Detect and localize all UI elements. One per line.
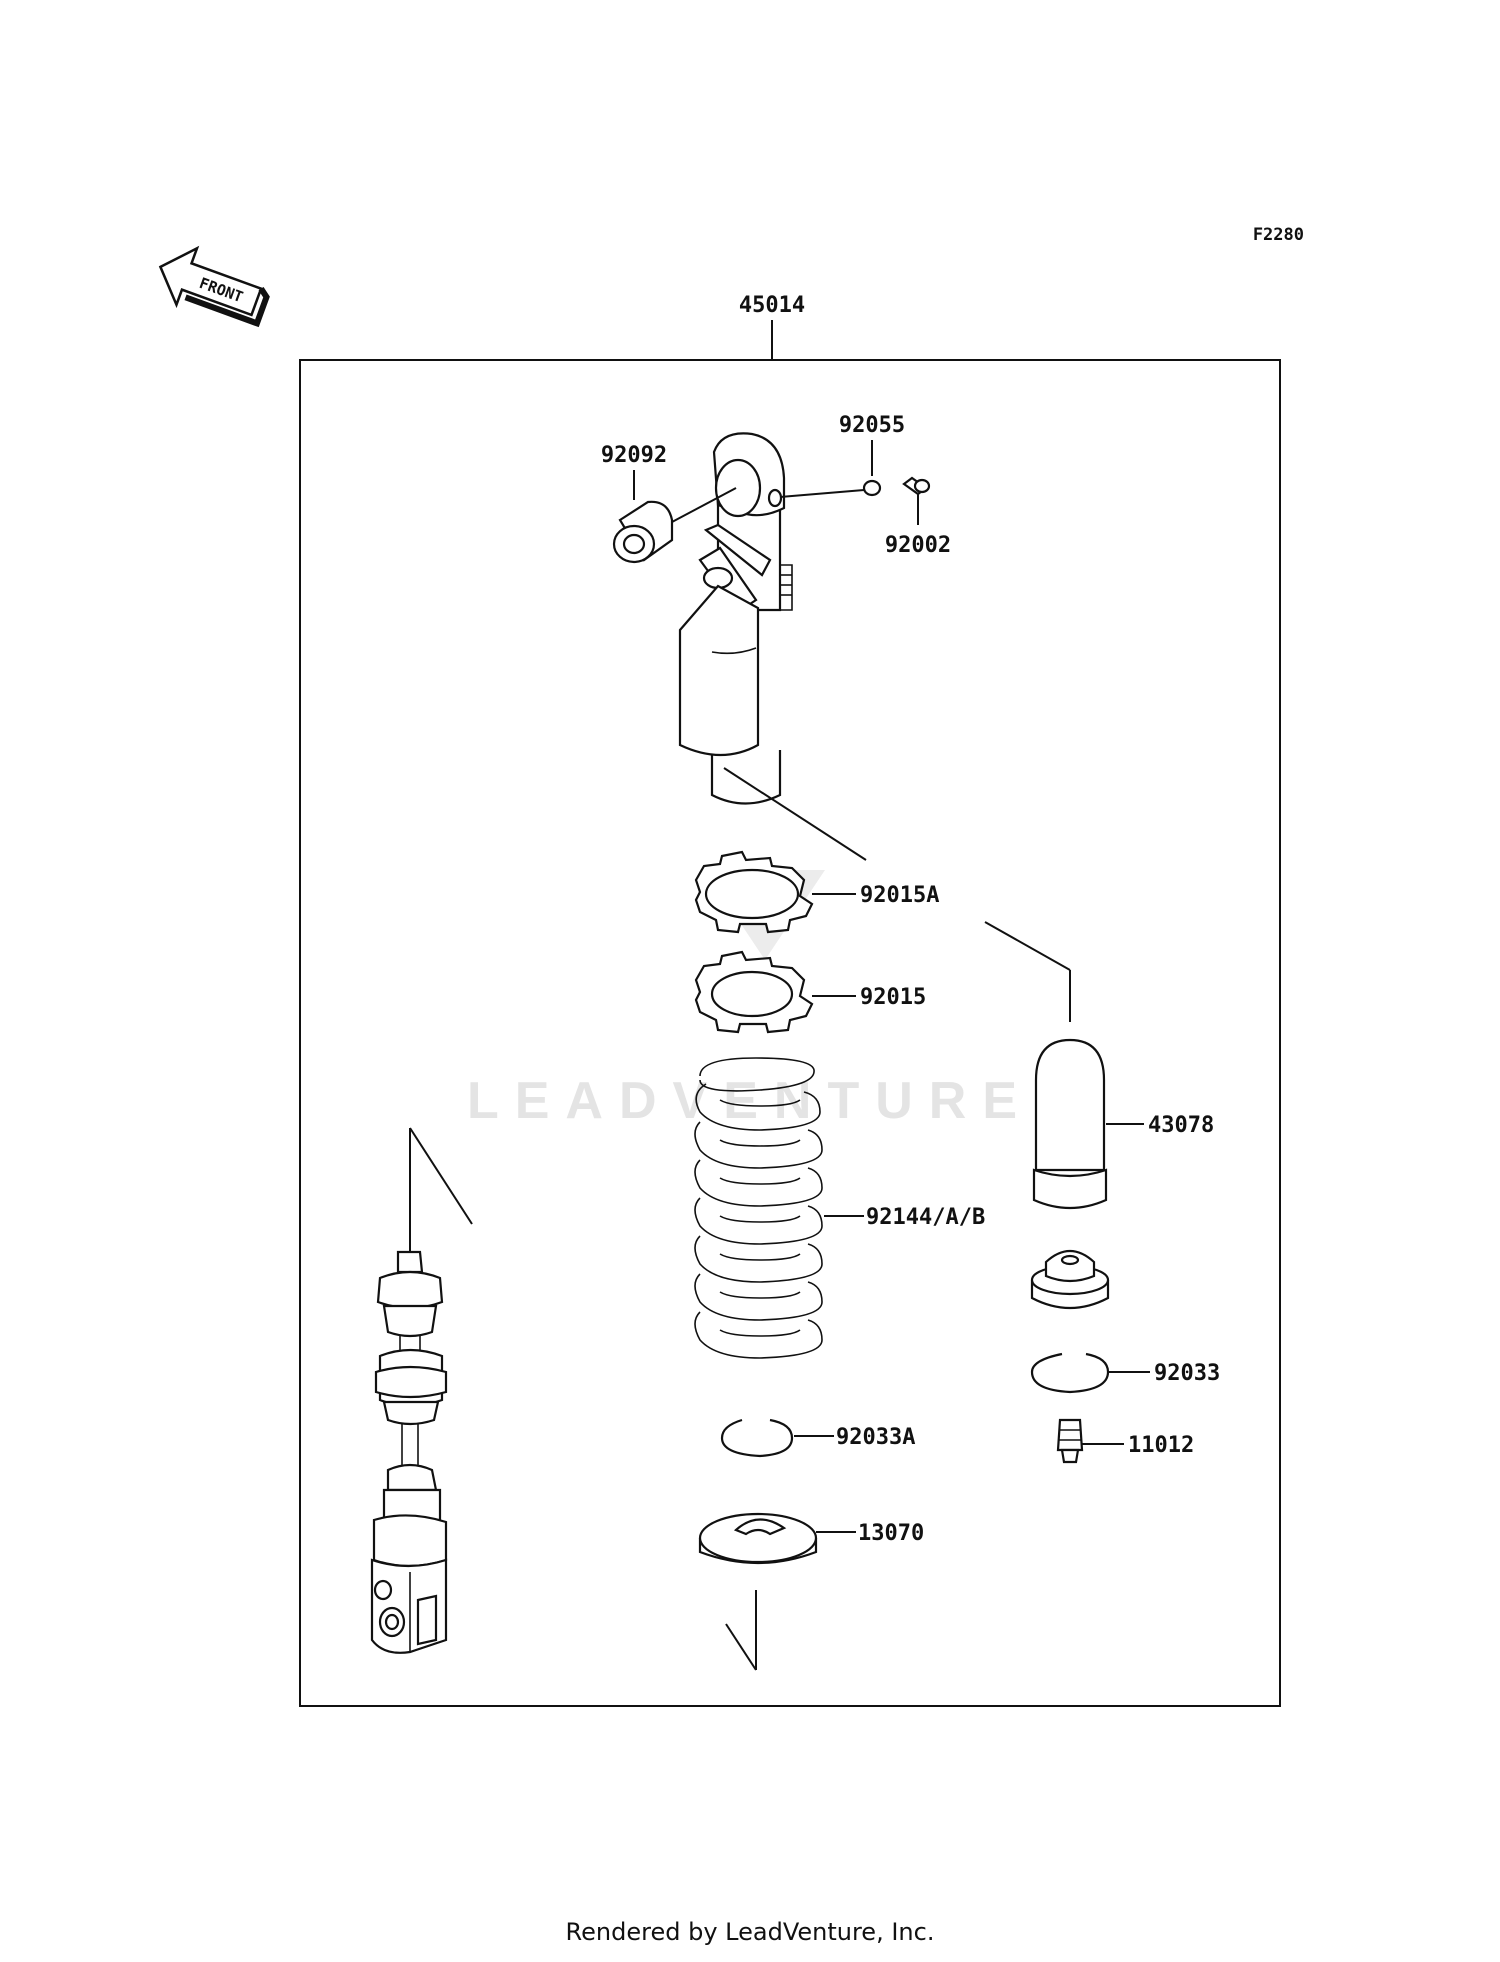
bushing-92092[interactable] (612, 500, 674, 564)
assembly-part-number[interactable]: 45014 (739, 293, 805, 318)
damper-rod-assembly[interactable] (370, 1127, 473, 1654)
part-label-43078[interactable]: 43078 (1148, 1113, 1214, 1138)
front-arrow-icon: FRONT (158, 245, 270, 328)
part-label-13070[interactable]: 13070 (858, 1521, 924, 1546)
shock-body[interactable] (678, 432, 793, 805)
spring-92144[interactable] (694, 1057, 823, 1359)
part-label-92033A[interactable]: 92033A (836, 1425, 915, 1450)
part-label-92002[interactable]: 92002 (885, 533, 951, 558)
screw-92002[interactable] (902, 476, 931, 496)
footer-credit: Rendered by LeadVenture, Inc. (565, 1918, 935, 1946)
snap-ring-92033A[interactable] (720, 1418, 794, 1458)
part-label-92033[interactable]: 92033 (1154, 1361, 1220, 1386)
diagram-code: F2280 (1253, 225, 1304, 245)
o-ring-92055[interactable] (862, 479, 882, 497)
watermark-text: LEADVENTURE (467, 1072, 1033, 1130)
part-label-92015[interactable]: 92015 (860, 985, 926, 1010)
assembly-frame (299, 359, 1281, 1707)
seal-cap[interactable] (1030, 1249, 1110, 1310)
cap-43078[interactable] (1032, 1038, 1108, 1210)
part-label-92144[interactable]: 92144/A/B (866, 1205, 985, 1230)
spring-seat-13070[interactable] (698, 1512, 818, 1565)
part-label-92015A[interactable]: 92015A (860, 883, 939, 908)
part-label-11012[interactable]: 11012 (1128, 1433, 1194, 1458)
lock-nut-92015[interactable] (694, 950, 814, 1034)
part-label-92055[interactable]: 92055 (839, 413, 905, 438)
snap-ring-92033[interactable] (1030, 1352, 1110, 1394)
part-label-92092[interactable]: 92092 (601, 443, 667, 468)
lock-nut-92015A[interactable] (694, 850, 814, 934)
valve-11012[interactable] (1056, 1418, 1084, 1464)
